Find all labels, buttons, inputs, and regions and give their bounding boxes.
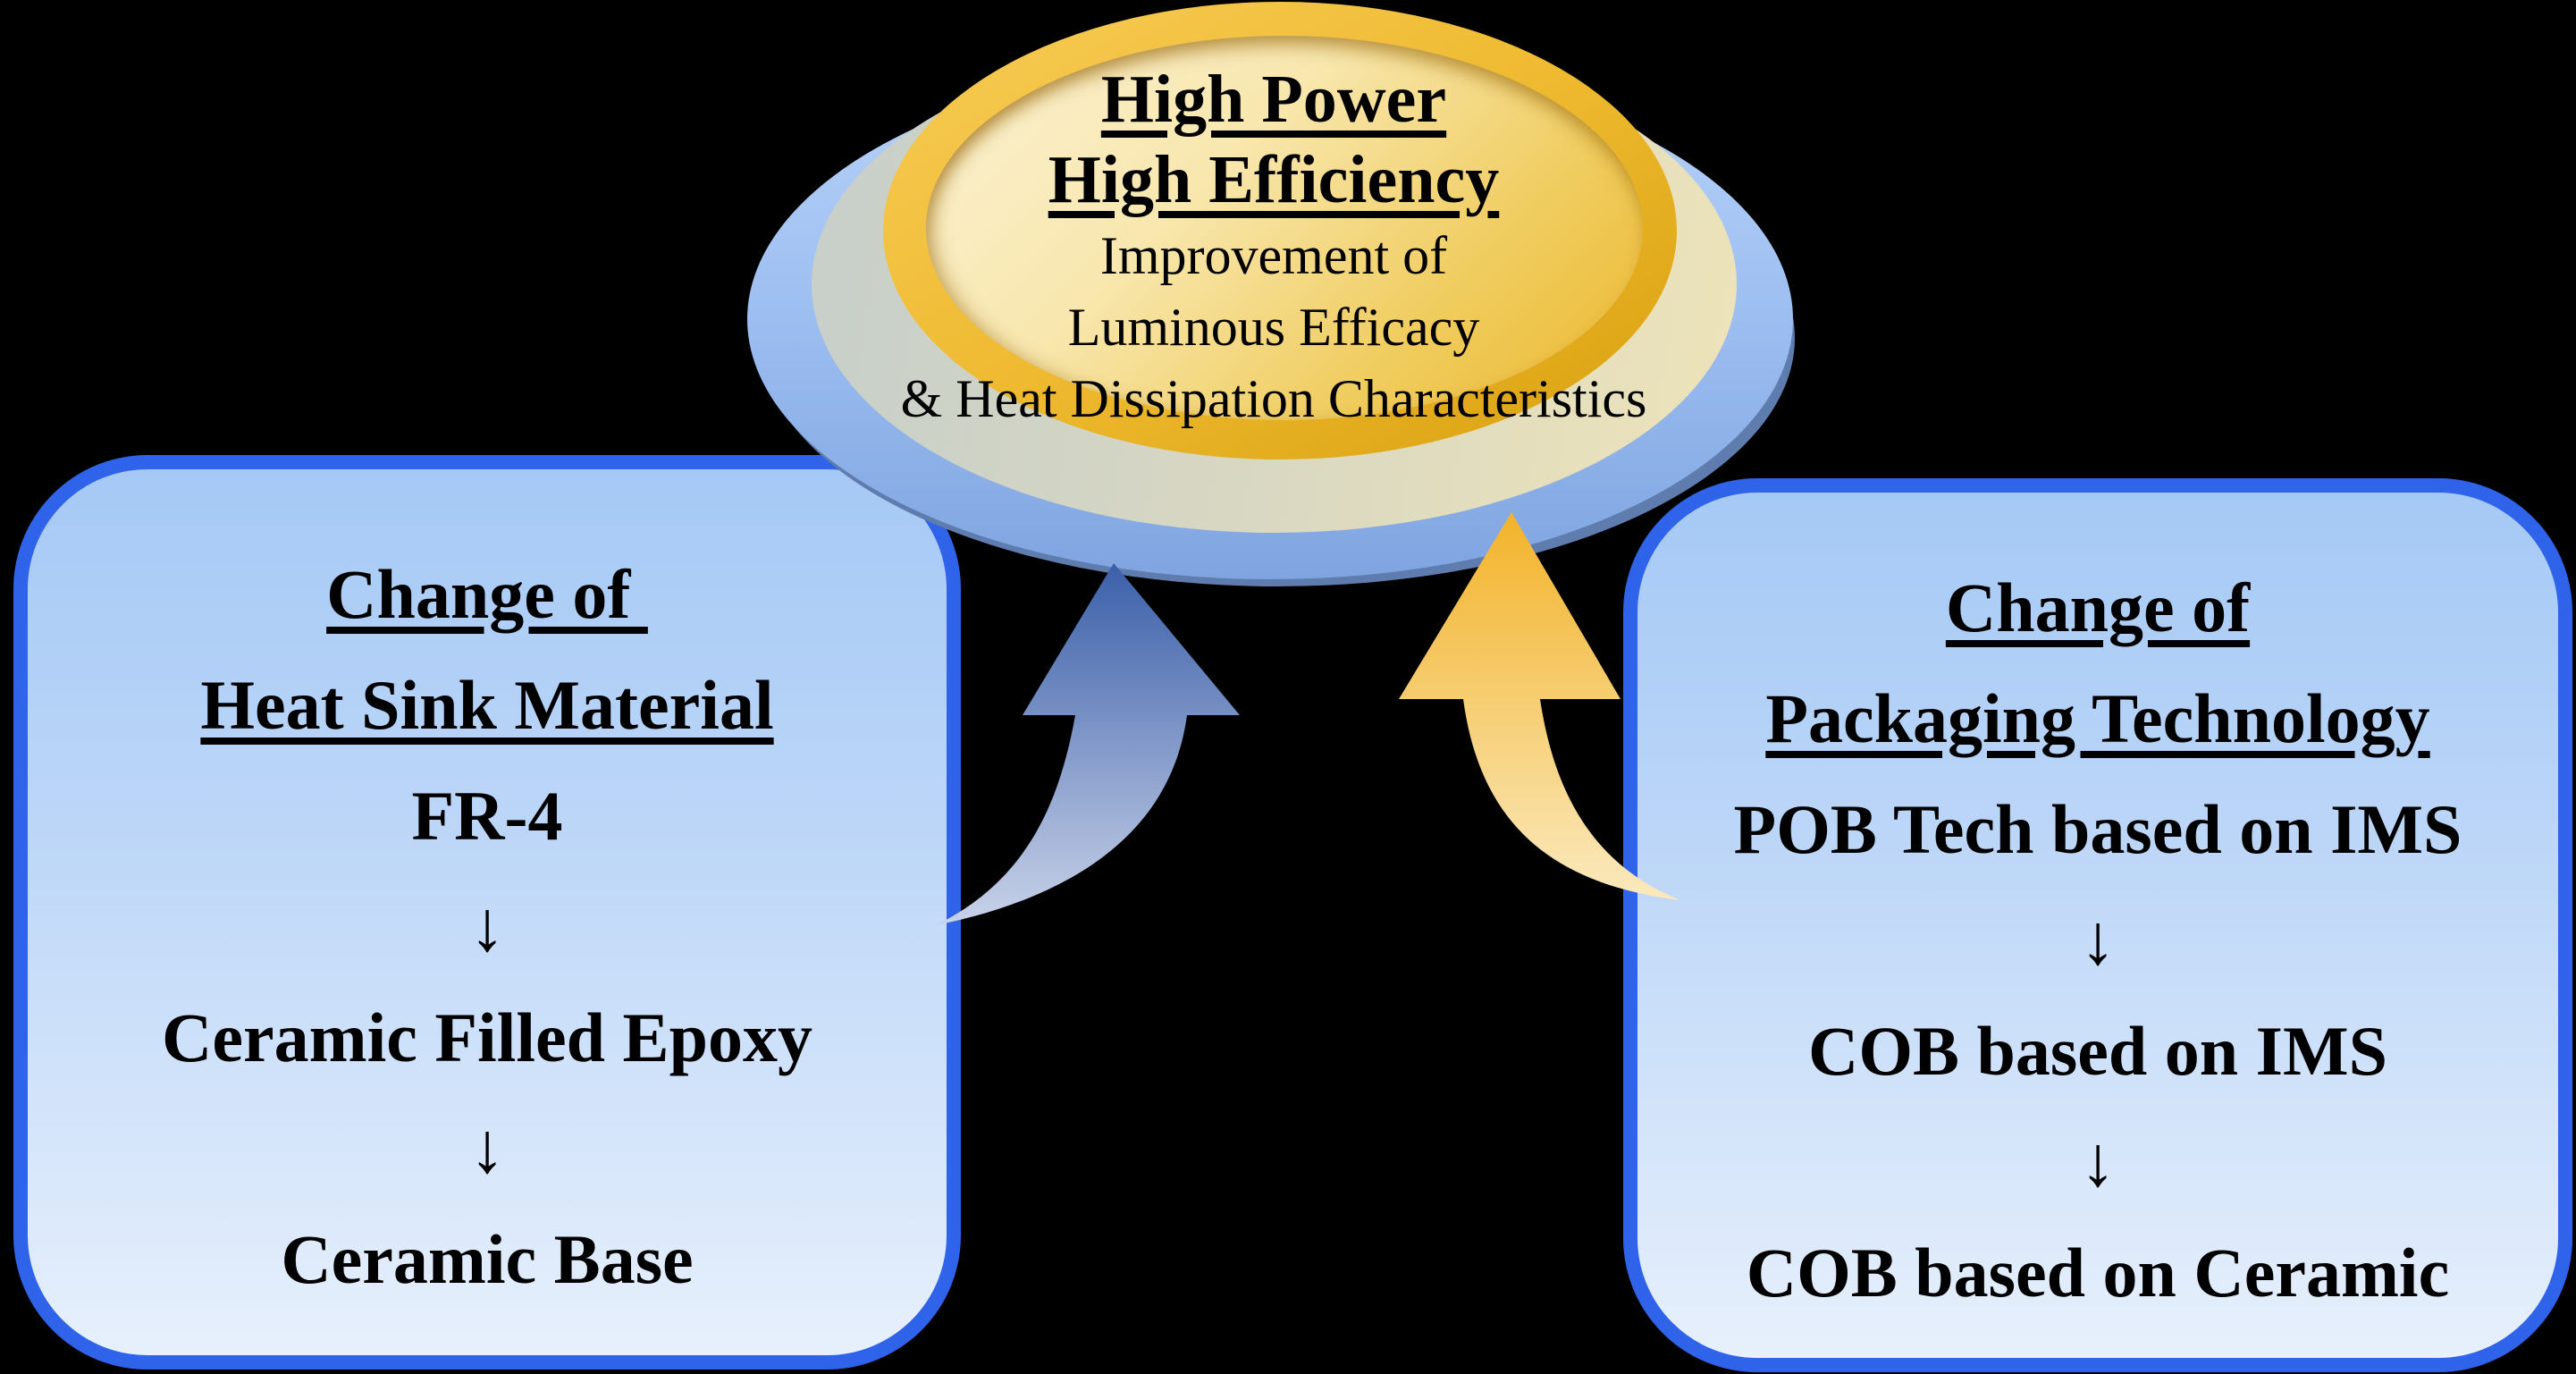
right-heading-line-2: Packaging Technology [1637, 663, 2558, 774]
left-heading-line-1: Change of [28, 539, 947, 650]
badge-subtitle-line-1: Improvement of [1099, 226, 1448, 285]
packaging-panel: Change of Packaging Technology POB Tech … [1623, 478, 2572, 1372]
right-step-1: POB Tech based on IMS [1733, 790, 2462, 868]
badge-title-line-1: High Power [733, 59, 1814, 139]
left-step-1: FR-4 [411, 777, 563, 855]
badge-title-1-text: High Power [1100, 62, 1447, 137]
right-heading-1-text: Change of [1945, 569, 2251, 646]
badge-title-2-text: High Efficiency [1048, 142, 1500, 217]
badge-gold-inner-ellipse [926, 36, 1643, 420]
badge-title-line-2: High Efficiency [733, 139, 1814, 220]
right-step-3: COB based on Ceramic [1746, 1234, 2450, 1311]
left-heading-1-text: Change of [326, 555, 648, 633]
right-step-2: COB based on IMS [1808, 1012, 2387, 1090]
badge-subtitle-line-3: & Heat Dissipation Characteristics [900, 369, 1647, 428]
down-arrow-icon: ↓ [469, 1109, 505, 1188]
left-step-3: Ceramic Base [281, 1220, 694, 1298]
blue-curved-arrow [936, 563, 1240, 925]
down-arrow-icon: ↓ [2080, 901, 2116, 980]
down-arrow-icon: ↓ [2080, 1123, 2116, 1201]
heat-sink-panel: Change of Heat Sink Material FR-4 ↓ Cera… [13, 455, 961, 1370]
badge-text-block: High Power High Efficiency Improvement o… [733, 41, 1814, 434]
right-heading-line-1: Change of [1637, 552, 2558, 663]
right-heading-2-text: Packaging Technology [1765, 679, 2430, 757]
badge-subtitle-line-2: Luminous Efficacy [1067, 298, 1480, 357]
left-step-2: Ceramic Filled Epoxy [162, 999, 812, 1076]
left-heading-2-text: Heat Sink Material [200, 666, 774, 744]
down-arrow-icon: ↓ [469, 888, 505, 966]
left-heading-line-2: Heat Sink Material [28, 650, 947, 761]
